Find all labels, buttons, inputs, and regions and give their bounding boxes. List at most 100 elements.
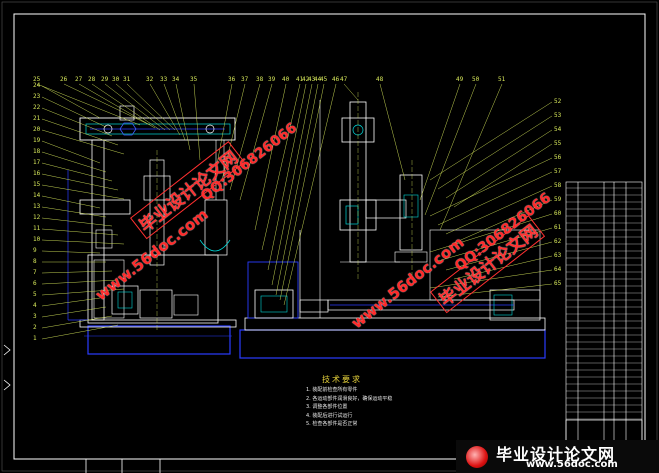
leader-line bbox=[437, 227, 553, 262]
part-label: 43 bbox=[308, 76, 316, 83]
leader-line bbox=[453, 255, 553, 280]
leader-line bbox=[149, 83, 181, 136]
part-label: 48 bbox=[376, 76, 384, 83]
leader-lines bbox=[36, 83, 553, 340]
right-frame bbox=[429, 229, 541, 301]
leader-line bbox=[41, 250, 101, 254]
part-label: 64 bbox=[554, 266, 562, 273]
parts-table-rows bbox=[566, 187, 642, 420]
part-label: 14 bbox=[33, 192, 41, 199]
part-label: 62 bbox=[554, 238, 562, 245]
part-label: 37 bbox=[241, 76, 249, 83]
lower-cylinder bbox=[111, 285, 139, 315]
part-label: 59 bbox=[554, 196, 562, 203]
leader-line bbox=[41, 96, 107, 128]
part-label: 49 bbox=[456, 76, 464, 83]
leader-line bbox=[41, 279, 119, 285]
leader-line bbox=[429, 157, 553, 217]
leader-line bbox=[437, 283, 553, 298]
leader-line bbox=[437, 115, 553, 190]
part-label: 15 bbox=[33, 181, 41, 188]
part-label: 60 bbox=[554, 210, 562, 217]
leader-line bbox=[271, 83, 313, 286]
arm-joint-right bbox=[205, 124, 215, 134]
leader-line bbox=[419, 83, 461, 201]
part-label: 61 bbox=[554, 224, 562, 231]
leader-line bbox=[175, 83, 191, 151]
leader-line bbox=[254, 83, 287, 231]
part-label: 25 bbox=[33, 76, 41, 83]
right-base bbox=[239, 329, 546, 359]
part-label: 20 bbox=[33, 126, 41, 133]
part-label: 51 bbox=[498, 76, 506, 83]
leader-line bbox=[41, 173, 119, 191]
bottom-ticks bbox=[85, 459, 161, 473]
part-label: 17 bbox=[33, 159, 41, 166]
leader-line bbox=[36, 83, 141, 126]
part-label: 32 bbox=[146, 76, 154, 83]
arm-gear bbox=[119, 122, 137, 136]
leader-line bbox=[41, 129, 125, 155]
part-label: 5 bbox=[33, 291, 37, 298]
leader-line bbox=[41, 151, 107, 173]
part-label: 21 bbox=[33, 115, 41, 122]
part-label: 46 bbox=[332, 76, 340, 83]
note-item: 3. 调整各部件位置 bbox=[306, 404, 348, 410]
part-label: 23 bbox=[33, 93, 41, 100]
drive-motor bbox=[254, 289, 294, 319]
leader-line bbox=[193, 83, 201, 161]
part-label: 54 bbox=[554, 126, 562, 133]
leader-line bbox=[91, 83, 161, 131]
part-label: 12 bbox=[33, 214, 41, 221]
leader-line bbox=[41, 184, 125, 200]
part-label: 30 bbox=[112, 76, 120, 83]
part-label: 31 bbox=[123, 76, 131, 83]
parts-table bbox=[565, 181, 643, 460]
leader-line bbox=[261, 83, 301, 251]
leader-line bbox=[445, 241, 553, 271]
leader-line bbox=[41, 315, 113, 329]
part-label: 28 bbox=[88, 76, 96, 83]
note-item: 2. 各运动部件润滑良好，确保运动平稳 bbox=[306, 395, 393, 402]
part-label: 35 bbox=[190, 76, 198, 83]
part-label: 39 bbox=[268, 76, 276, 83]
part-label: 8 bbox=[33, 258, 37, 265]
part-label: 55 bbox=[554, 140, 562, 147]
leader-line bbox=[429, 213, 553, 253]
leader-line bbox=[275, 83, 319, 296]
leader-line bbox=[41, 118, 119, 146]
part-label: 1 bbox=[33, 335, 37, 342]
leader-line bbox=[41, 288, 125, 296]
leader-line bbox=[445, 129, 553, 199]
right-guide bbox=[204, 199, 228, 256]
notes-title: 技术要求 bbox=[322, 375, 362, 384]
leader-line bbox=[41, 217, 113, 227]
leader-line bbox=[429, 101, 553, 181]
part-label: 63 bbox=[554, 252, 562, 259]
part-label: 44 bbox=[314, 76, 322, 83]
left-base-plate bbox=[79, 319, 237, 328]
part-label: 18 bbox=[33, 148, 41, 155]
leader-line bbox=[41, 107, 113, 137]
part-label: 9 bbox=[33, 247, 37, 254]
note-item: 4. 装配后进行试运行 bbox=[306, 412, 353, 419]
coupling bbox=[299, 299, 329, 313]
drawing-frame bbox=[13, 13, 646, 460]
part-label: 2 bbox=[33, 324, 37, 331]
leader-line bbox=[41, 195, 101, 209]
leader-line bbox=[379, 83, 406, 181]
leader-line bbox=[453, 143, 553, 208]
leader-line bbox=[221, 83, 246, 181]
gripper-head bbox=[399, 174, 423, 251]
part-label: 33 bbox=[160, 76, 168, 83]
part-label: 6 bbox=[33, 280, 37, 287]
leader-line bbox=[41, 228, 119, 236]
part-label: 47 bbox=[340, 76, 348, 83]
leader-line bbox=[41, 206, 107, 218]
leader-line bbox=[104, 83, 166, 131]
leader-line bbox=[41, 306, 107, 318]
part-label: 53 bbox=[554, 112, 562, 119]
leader-line bbox=[115, 83, 171, 131]
